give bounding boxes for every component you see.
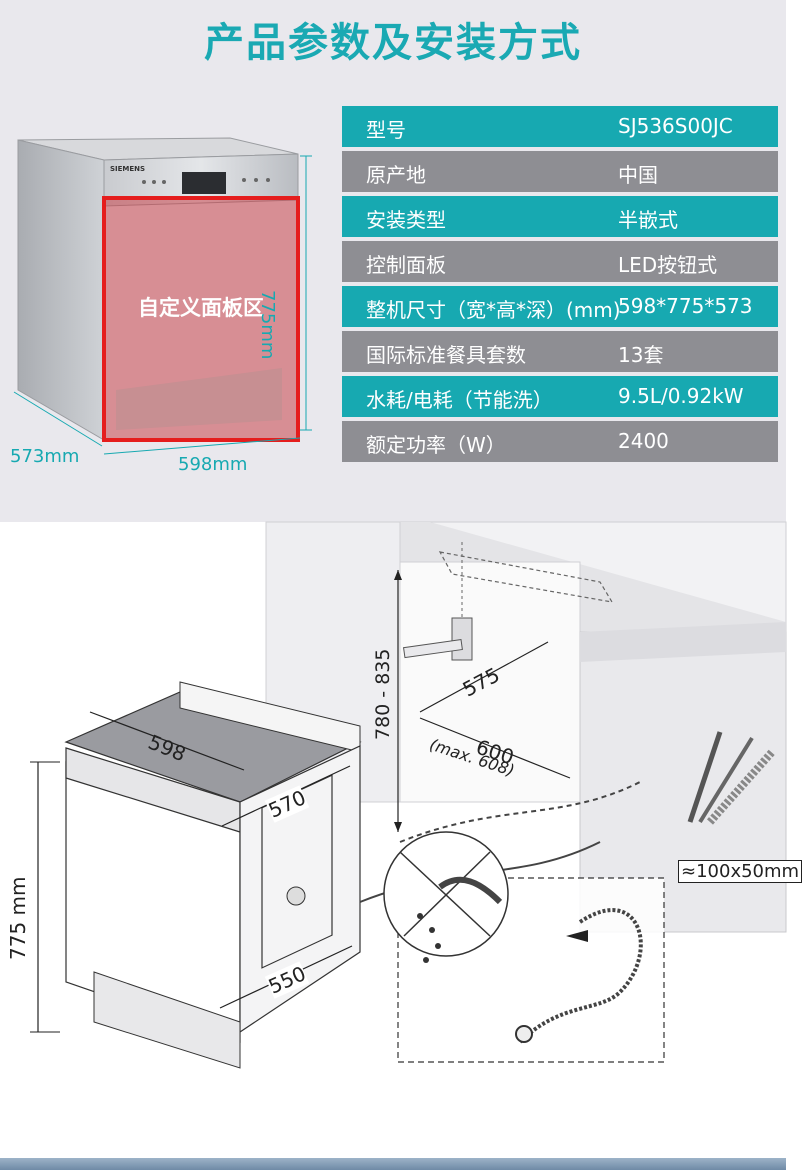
spec-row: 原产地 中国 bbox=[342, 151, 778, 192]
spec-value: SJ536S00JC bbox=[618, 114, 733, 138]
spec-value: 598*775*573 bbox=[618, 294, 753, 318]
spec-label: 整机尺寸（宽*高*深）(mm) bbox=[366, 298, 621, 322]
spec-label: 控制面板 bbox=[366, 253, 446, 277]
bottom-banner-strip bbox=[0, 1158, 786, 1170]
width-dimension-label: 598mm bbox=[178, 454, 248, 475]
spec-value: 2400 bbox=[618, 429, 669, 453]
hose-opening-label: ≈100x50mm bbox=[678, 860, 802, 883]
install-height-775: 775 mm bbox=[6, 876, 30, 961]
niche-height-label: 780 - 835 bbox=[372, 648, 394, 740]
spec-label: 原产地 bbox=[366, 163, 426, 187]
custom-panel-label: 自定义面板区 bbox=[138, 296, 264, 320]
spec-label: 型号 bbox=[366, 118, 406, 142]
spec-row: 控制面板 LED按钮式 bbox=[342, 241, 778, 282]
dishwasher-side bbox=[17, 139, 105, 441]
spec-label: 水耗/电耗（节能洗） bbox=[366, 388, 553, 412]
spec-row: 安装类型 半嵌式 bbox=[342, 196, 778, 237]
spec-value: LED按钮式 bbox=[618, 253, 718, 277]
spec-value: 中国 bbox=[618, 163, 658, 187]
spec-row: 型号 SJ536S00JC bbox=[342, 106, 778, 147]
spec-value: 9.5L/0.92kW bbox=[618, 384, 744, 408]
depth-dimension-label: 573mm bbox=[10, 446, 80, 467]
installation-diagram bbox=[30, 521, 787, 1069]
niche-back-wall bbox=[399, 561, 581, 803]
brand-label: SIEMENS bbox=[110, 165, 146, 173]
spec-row: 水耗/电耗（节能洗） 9.5L/0.92kW bbox=[342, 376, 778, 417]
spec-label: 额定功率（W） bbox=[366, 433, 506, 457]
spec-value: 13套 bbox=[618, 343, 664, 367]
spec-row: 额定功率（W） 2400 bbox=[342, 421, 778, 462]
spec-label: 国际标准餐具套数 bbox=[366, 343, 526, 367]
spec-value: 半嵌式 bbox=[618, 208, 678, 232]
page-title: 产品参数及安装方式 bbox=[204, 20, 582, 66]
spec-row: 整机尺寸（宽*高*深）(mm)598*775*573 bbox=[342, 286, 778, 327]
height-dimension-label: 775mm bbox=[257, 290, 278, 360]
spec-row: 国际标准餐具套数 13套 bbox=[342, 331, 778, 372]
spec-label: 安装类型 bbox=[366, 208, 446, 232]
display bbox=[182, 172, 226, 194]
dishwasher-illustration bbox=[13, 137, 312, 455]
